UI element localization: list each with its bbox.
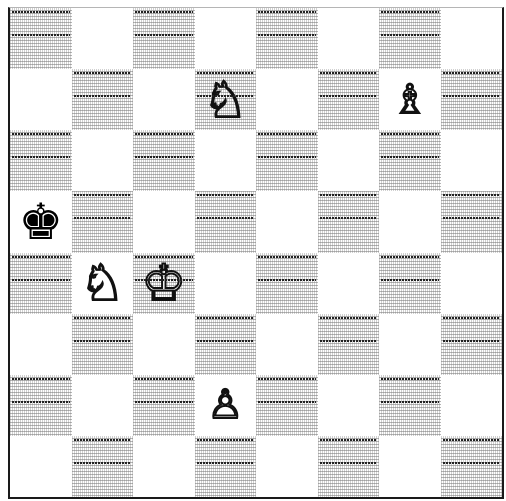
white-knight-icon[interactable]: ♘ — [72, 253, 134, 314]
square-e7[interactable] — [256, 69, 318, 130]
square-h3[interactable] — [441, 314, 503, 375]
square-g1[interactable] — [379, 436, 441, 497]
square-c7[interactable] — [133, 69, 195, 130]
square-d7[interactable]: ♘ — [195, 69, 257, 130]
square-f6[interactable] — [318, 130, 380, 191]
square-a2[interactable] — [10, 375, 72, 436]
square-g4[interactable] — [379, 253, 441, 314]
square-b6[interactable] — [72, 130, 134, 191]
square-b4[interactable]: ♘ — [72, 253, 134, 314]
square-b2[interactable] — [72, 375, 134, 436]
square-d1[interactable] — [195, 436, 257, 497]
square-h2[interactable] — [441, 375, 503, 436]
square-a3[interactable] — [10, 314, 72, 375]
square-d2[interactable]: ♙ — [195, 375, 257, 436]
square-e2[interactable] — [256, 375, 318, 436]
square-c8[interactable] — [133, 8, 195, 69]
white-bishop-icon[interactable]: ♗ — [379, 69, 441, 130]
square-a8[interactable] — [10, 8, 72, 69]
square-a6[interactable] — [10, 130, 72, 191]
square-a5[interactable]: ♚ — [10, 191, 72, 252]
square-f3[interactable] — [318, 314, 380, 375]
square-a1[interactable] — [10, 436, 72, 497]
square-f5[interactable] — [318, 191, 380, 252]
white-pawn-icon[interactable]: ♙ — [195, 375, 257, 436]
square-c1[interactable] — [133, 436, 195, 497]
square-h1[interactable] — [441, 436, 503, 497]
square-f1[interactable] — [318, 436, 380, 497]
square-f2[interactable] — [318, 375, 380, 436]
square-d3[interactable] — [195, 314, 257, 375]
square-e5[interactable] — [256, 191, 318, 252]
square-e1[interactable] — [256, 436, 318, 497]
square-f7[interactable] — [318, 69, 380, 130]
square-c6[interactable] — [133, 130, 195, 191]
square-d4[interactable] — [195, 253, 257, 314]
square-c3[interactable] — [133, 314, 195, 375]
black-king-icon[interactable]: ♚ — [10, 191, 72, 252]
square-e6[interactable] — [256, 130, 318, 191]
square-d8[interactable] — [195, 8, 257, 69]
square-b8[interactable] — [72, 8, 134, 69]
chess-board: ♘♗♚♘♔♙ — [8, 7, 504, 499]
square-b3[interactable] — [72, 314, 134, 375]
square-b5[interactable] — [72, 191, 134, 252]
square-h4[interactable] — [441, 253, 503, 314]
square-f8[interactable] — [318, 8, 380, 69]
square-g2[interactable] — [379, 375, 441, 436]
square-g8[interactable] — [379, 8, 441, 69]
square-a7[interactable] — [10, 69, 72, 130]
square-g6[interactable] — [379, 130, 441, 191]
square-c5[interactable] — [133, 191, 195, 252]
square-h8[interactable] — [441, 8, 503, 69]
square-d6[interactable] — [195, 130, 257, 191]
white-knight-icon[interactable]: ♘ — [195, 69, 257, 130]
square-e8[interactable] — [256, 8, 318, 69]
square-c2[interactable] — [133, 375, 195, 436]
square-h5[interactable] — [441, 191, 503, 252]
square-g5[interactable] — [379, 191, 441, 252]
square-e3[interactable] — [256, 314, 318, 375]
square-b7[interactable] — [72, 69, 134, 130]
square-g3[interactable] — [379, 314, 441, 375]
square-b1[interactable] — [72, 436, 134, 497]
square-h7[interactable] — [441, 69, 503, 130]
square-h6[interactable] — [441, 130, 503, 191]
square-f4[interactable] — [318, 253, 380, 314]
square-d5[interactable] — [195, 191, 257, 252]
white-king-icon[interactable]: ♔ — [133, 253, 195, 314]
square-e4[interactable] — [256, 253, 318, 314]
square-a4[interactable] — [10, 253, 72, 314]
square-c4[interactable]: ♔ — [133, 253, 195, 314]
square-g7[interactable]: ♗ — [379, 69, 441, 130]
